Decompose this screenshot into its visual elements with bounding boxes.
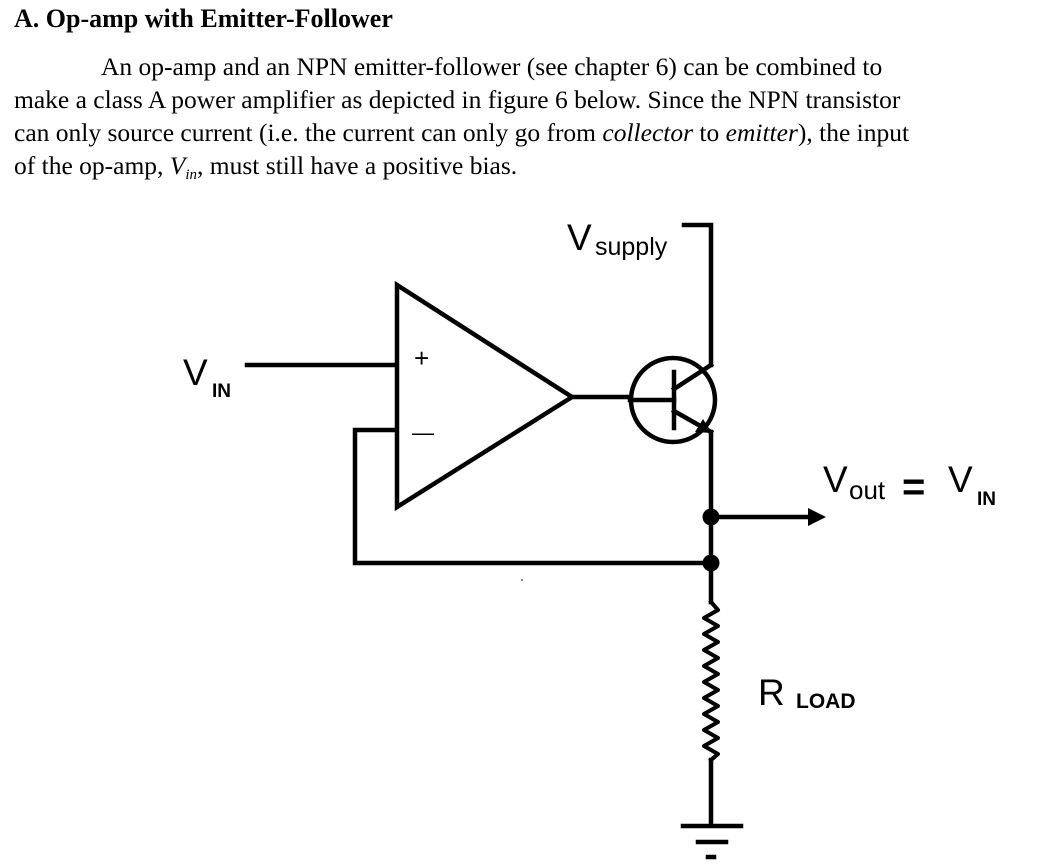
opamp-symbol	[394, 280, 577, 512]
body-paragraph: An op-amp and an NPN emitter-follower (s…	[14, 50, 1049, 183]
rload-label-main: R	[758, 672, 785, 713]
line4-text-a: of the op-amp,	[14, 151, 170, 180]
supply-wire	[681, 222, 714, 368]
section-heading: A. Op-amp with Emitter-Follower	[14, 4, 393, 33]
emitter-term: emitter	[725, 118, 798, 147]
vin-symbol: V	[169, 151, 186, 180]
line3-text-c: ), the input	[797, 118, 910, 147]
output-arrow	[808, 508, 826, 526]
vout-label-main: V	[823, 459, 848, 500]
feedback-wire	[352, 427, 714, 566]
vout-rhs-main: V	[948, 459, 973, 500]
ground-symbol	[680, 823, 744, 860]
supply-label-sub: supply	[595, 233, 668, 261]
vout-equals-sign: =	[902, 465, 925, 509]
vout-label-sub: out	[849, 475, 886, 505]
stray-mark	[521, 579, 523, 581]
vin-subscript: in	[185, 167, 198, 183]
line3-text-a: can only source current (i.e. the curren…	[14, 118, 603, 147]
feedback-junction-dot	[702, 554, 720, 572]
paragraph-line-4: of the op-amp, Vin, must still have a po…	[14, 149, 1049, 183]
supply-label-main: V	[567, 217, 592, 258]
vin-label-sub: IN	[212, 381, 231, 402]
emitter-arrow	[695, 419, 712, 433]
inverting-input-sign: —	[412, 420, 434, 445]
rload-label-sub: LOAD	[796, 690, 856, 713]
output-junction-dot	[702, 508, 720, 526]
paragraph-line-1: An op-amp and an NPN emitter-follower (s…	[101, 52, 883, 81]
vin-label-main: V	[183, 352, 208, 393]
paragraph-line-3: can only source current (i.e. the curren…	[14, 116, 1049, 149]
paragraph-line-2: make a class A power amplifier as depict…	[14, 85, 901, 114]
load-resistor	[702, 599, 720, 763]
vout-rhs-sub: IN	[977, 489, 996, 510]
noninverting-input-sign: +	[414, 343, 429, 373]
line4-text-b: , must still have a positive bias.	[197, 151, 518, 180]
collector-term: collector	[602, 118, 694, 147]
line3-text-b: to	[693, 118, 726, 147]
transistor-collector	[670, 361, 715, 393]
